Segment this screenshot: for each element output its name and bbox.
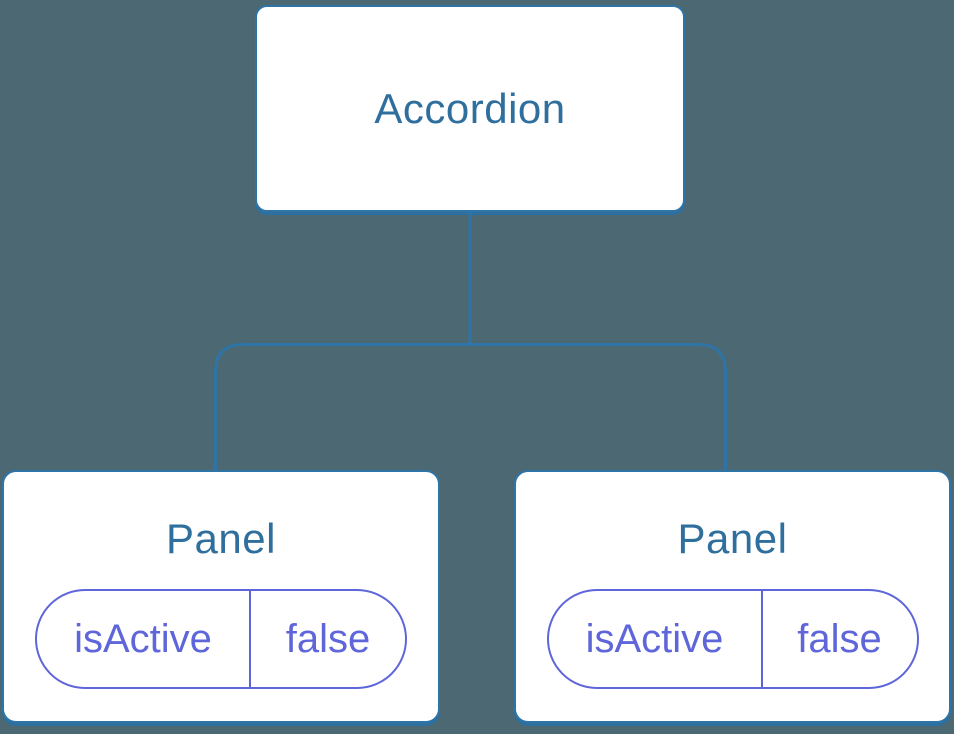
state-value-label: false <box>285 616 371 661</box>
panel-label: Panel <box>677 515 788 562</box>
state-value-label: false <box>797 616 882 661</box>
state-pill: isActive false <box>546 589 919 689</box>
connector-bracket-line <box>214 343 727 471</box>
accordion-label: Accordion <box>374 84 566 132</box>
panel-node-left: Panel isActive false <box>2 470 440 723</box>
panel-label: Panel <box>166 515 276 562</box>
panel-node-right: Panel isActive false <box>514 470 951 723</box>
accordion-node: Accordion <box>255 5 685 212</box>
state-pill: isActive false <box>35 589 407 689</box>
state-key-label: isActive <box>37 591 251 687</box>
tree-connector-lines <box>214 211 727 471</box>
state-key-label: isActive <box>549 591 763 687</box>
